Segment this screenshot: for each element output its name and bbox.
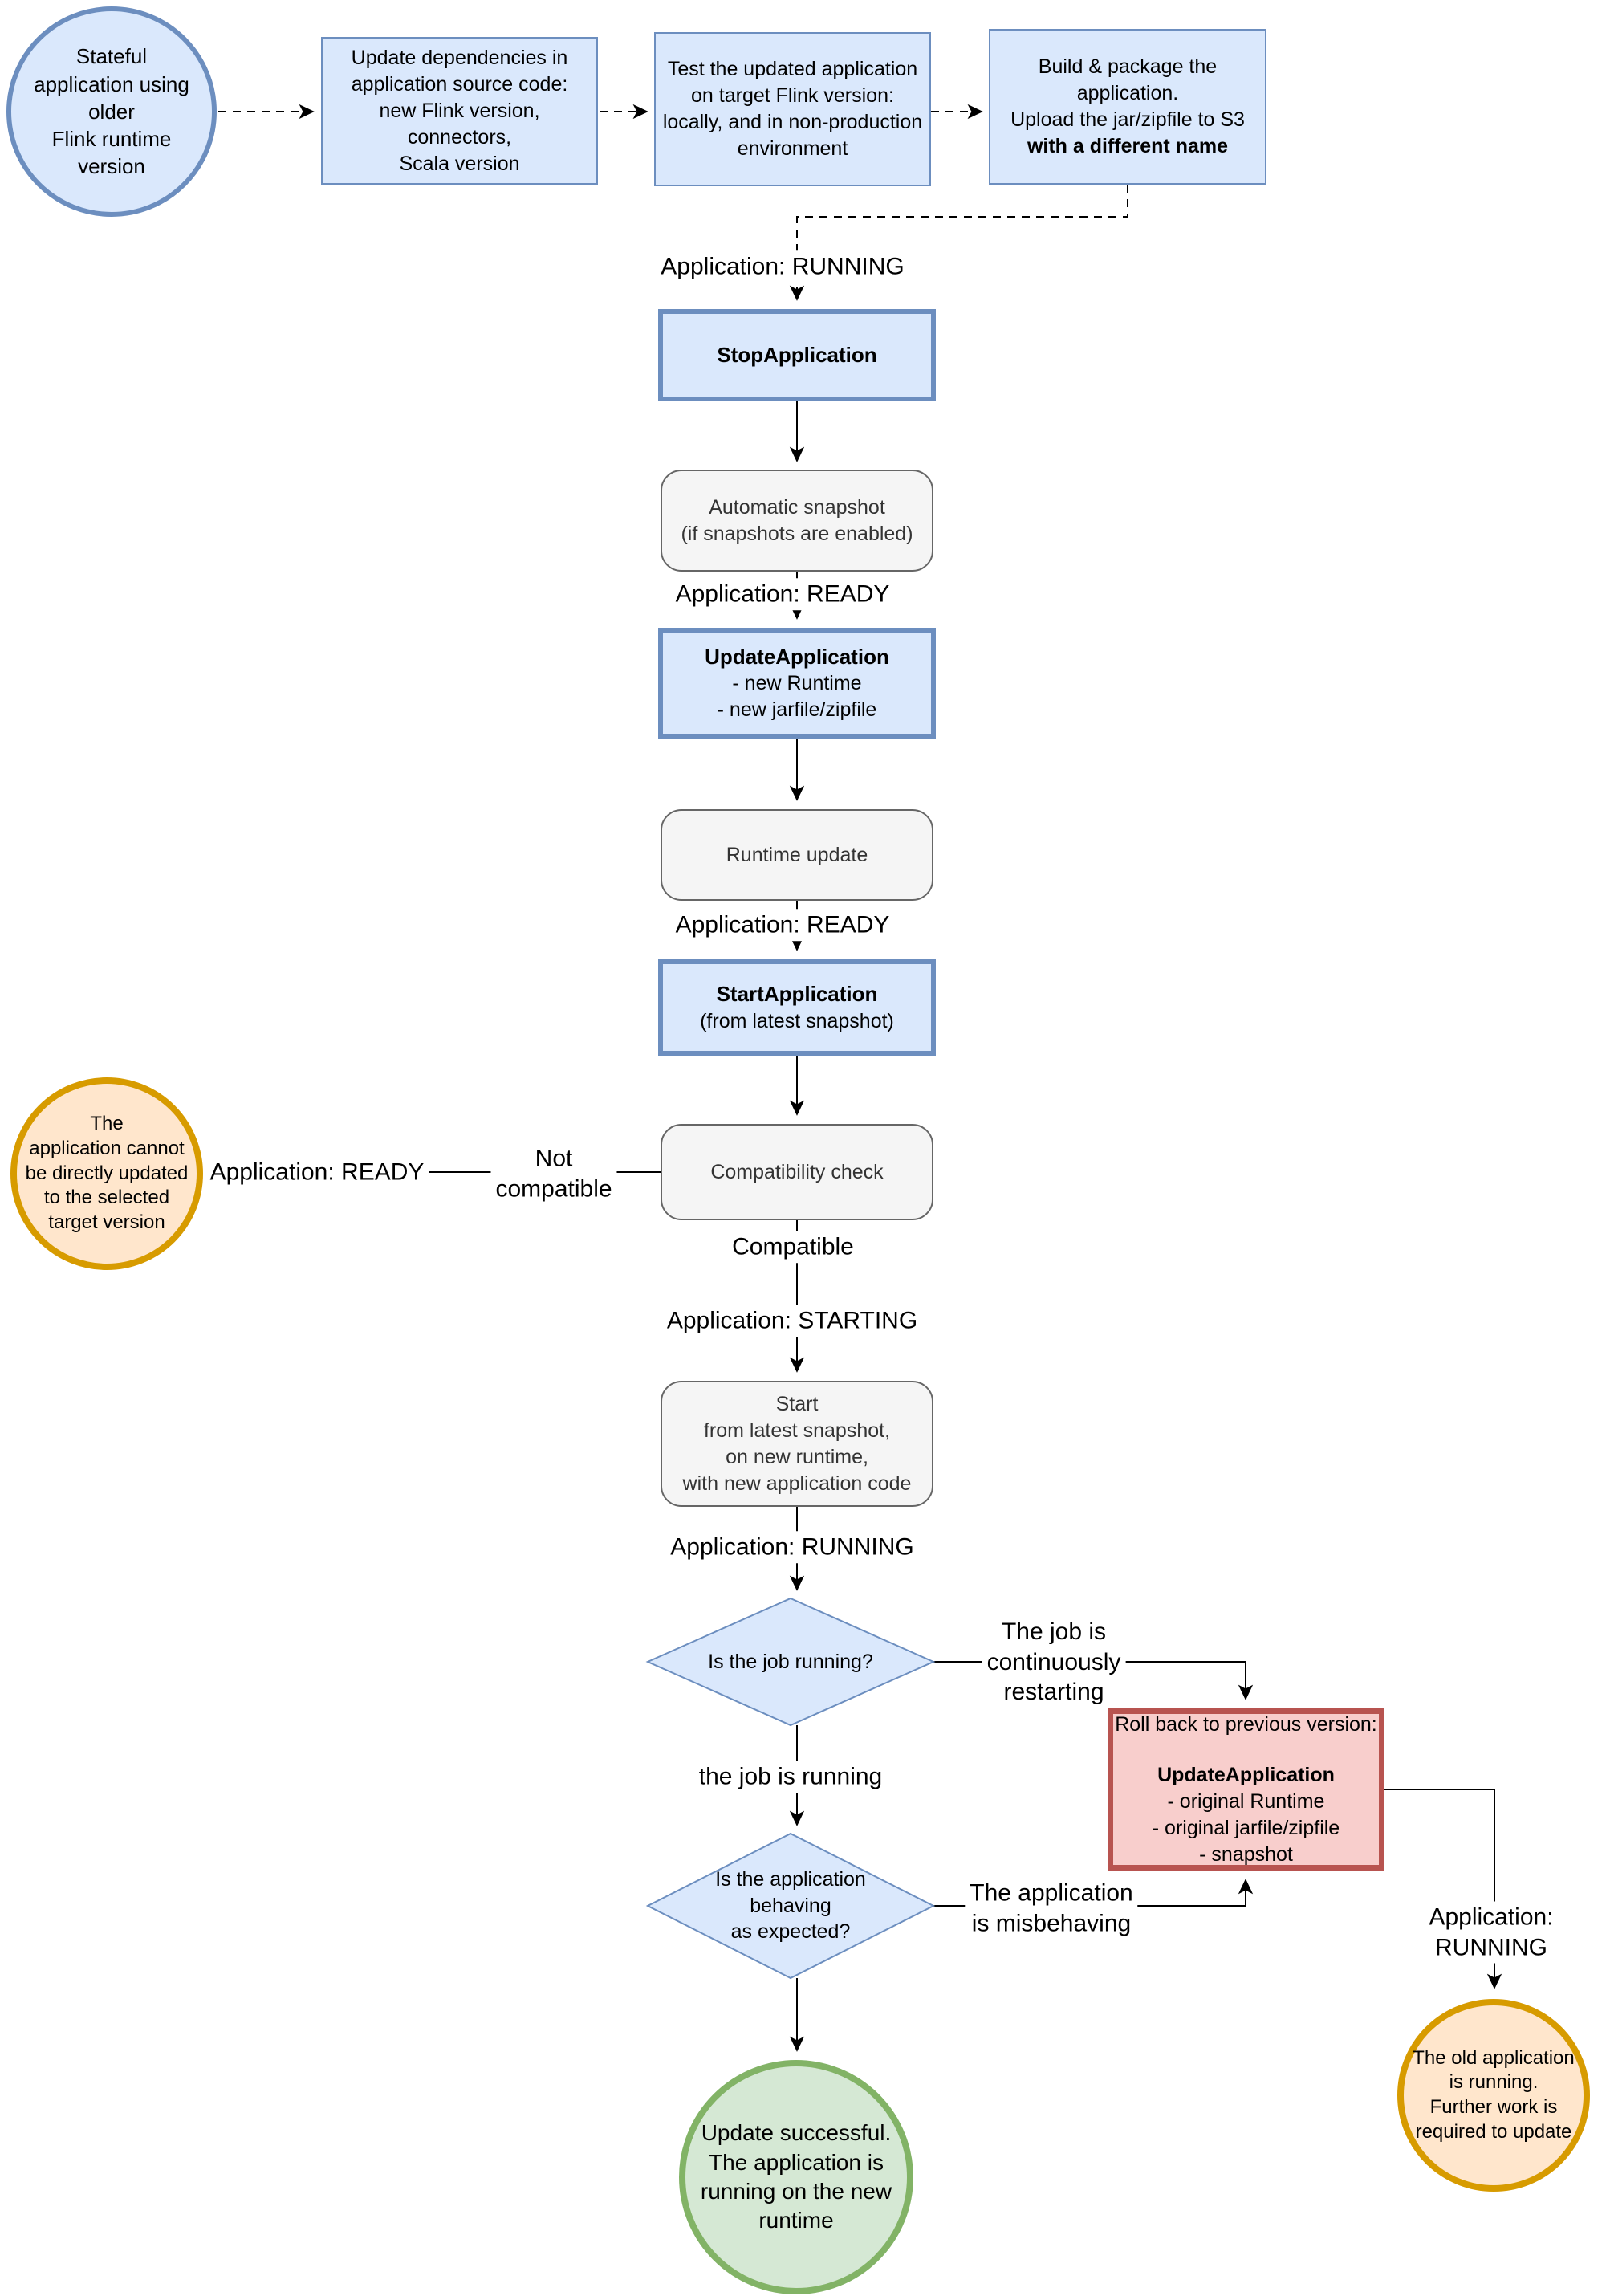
update-successful-end-node: Update successful. The application is ru… — [679, 2060, 913, 2294]
is-job-running-decision: Is the job running? — [648, 1598, 933, 1725]
start-node: Stateful application using older Flink r… — [6, 6, 217, 217]
cannot-update-end-node: The application cannot be directly updat… — [10, 1077, 203, 1270]
test-application-box: Test the updated application on target F… — [654, 32, 931, 186]
stop-application-box: StopApplication — [658, 309, 936, 401]
rollback-intro: Roll back to previous version: — [1115, 1712, 1377, 1736]
update-application-details: - new Runtime - new jarfile/zipfile — [717, 672, 877, 722]
build-package-label: Build & package the application. Upload … — [1010, 55, 1245, 131]
automatic-snapshot-box: Automatic snapshot (if snapshots are ena… — [661, 470, 933, 572]
runtime-update-box: Runtime update — [661, 809, 933, 901]
start-from-snapshot-label: Start from latest snapshot, on new runti… — [682, 1392, 912, 1495]
build-package-bold-label: with a different name — [1027, 135, 1229, 157]
edge-label-application-running-top: Application: RUNNING — [656, 250, 909, 283]
edge-label-not-compatible: Not compatible — [490, 1142, 617, 1205]
edge-label-compatible: Compatible — [727, 1231, 859, 1263]
automatic-snapshot-label: Automatic snapshot (if snapshots are ena… — [681, 495, 913, 545]
update-dependencies-label: Update dependencies in application sourc… — [351, 46, 568, 175]
cannot-update-label: The application cannot be directly updat… — [25, 1113, 189, 1234]
edge-label-application-running-right: Application: RUNNING — [1424, 1901, 1559, 1964]
compatibility-check-label: Compatibility check — [710, 1160, 884, 1183]
edge-label-application-ready-snapshot: Application: READY — [670, 578, 895, 610]
is-app-behaving-diamond-shape — [645, 1832, 936, 1980]
old-application-end-node: The old application is running. Further … — [1397, 1999, 1590, 2192]
update-application-box: UpdateApplication - new Runtime - new ja… — [658, 628, 936, 739]
runtime-update-label: Runtime update — [726, 843, 868, 866]
start-from-snapshot-box: Start from latest snapshot, on new runti… — [661, 1381, 933, 1507]
edge-label-application-misbehaving: The application is misbehaving — [965, 1877, 1138, 1940]
edge-label-application-running-mid: Application: RUNNING — [665, 1531, 919, 1563]
stop-application-label: StopApplication — [717, 343, 877, 368]
rollback-box: Roll back to previous version: UpdateApp… — [1108, 1708, 1384, 1871]
edge-label-job-restarting: The job is continuously restarting — [982, 1615, 1126, 1708]
update-application-title: UpdateApplication — [705, 644, 889, 669]
edge-label-application-starting: Application: STARTING — [661, 1305, 923, 1337]
start-application-details: (from latest snapshot) — [700, 1009, 894, 1032]
test-application-label: Test the updated application on target F… — [662, 58, 923, 160]
is-app-behaving-decision: Is the application behaving as expected? — [648, 1834, 933, 1978]
is-app-behaving-label: Is the application behaving as expected? — [715, 1868, 866, 1944]
rollback-title: UpdateApplication — [1157, 1763, 1335, 1786]
edge-label-application-ready-left: Application: READY — [205, 1156, 429, 1188]
old-application-label: The old application is running. Further … — [1413, 2046, 1575, 2143]
start-application-title: StartApplication — [716, 982, 878, 1007]
build-package-box: Build & package the application. Upload … — [989, 29, 1266, 185]
start-application-box: StartApplication (from latest snapshot) — [658, 959, 936, 1056]
is-job-running-label: Is the job running? — [708, 1650, 873, 1673]
rollback-details: - original Runtime - original jarfile/zi… — [1152, 1789, 1340, 1866]
update-dependencies-box: Update dependencies in application sourc… — [321, 37, 598, 185]
compatibility-check-box: Compatibility check — [661, 1124, 933, 1220]
edge-label-job-running: the job is running — [693, 1761, 888, 1793]
start-node-label: Stateful application using older Flink r… — [34, 44, 189, 179]
update-successful-label: Update successful. The application is ru… — [700, 2120, 892, 2233]
edge-label-application-ready-runtime: Application: READY — [670, 909, 895, 941]
edge-build-to-stop — [789, 185, 1128, 301]
is-job-running-diamond-shape — [645, 1597, 936, 1727]
